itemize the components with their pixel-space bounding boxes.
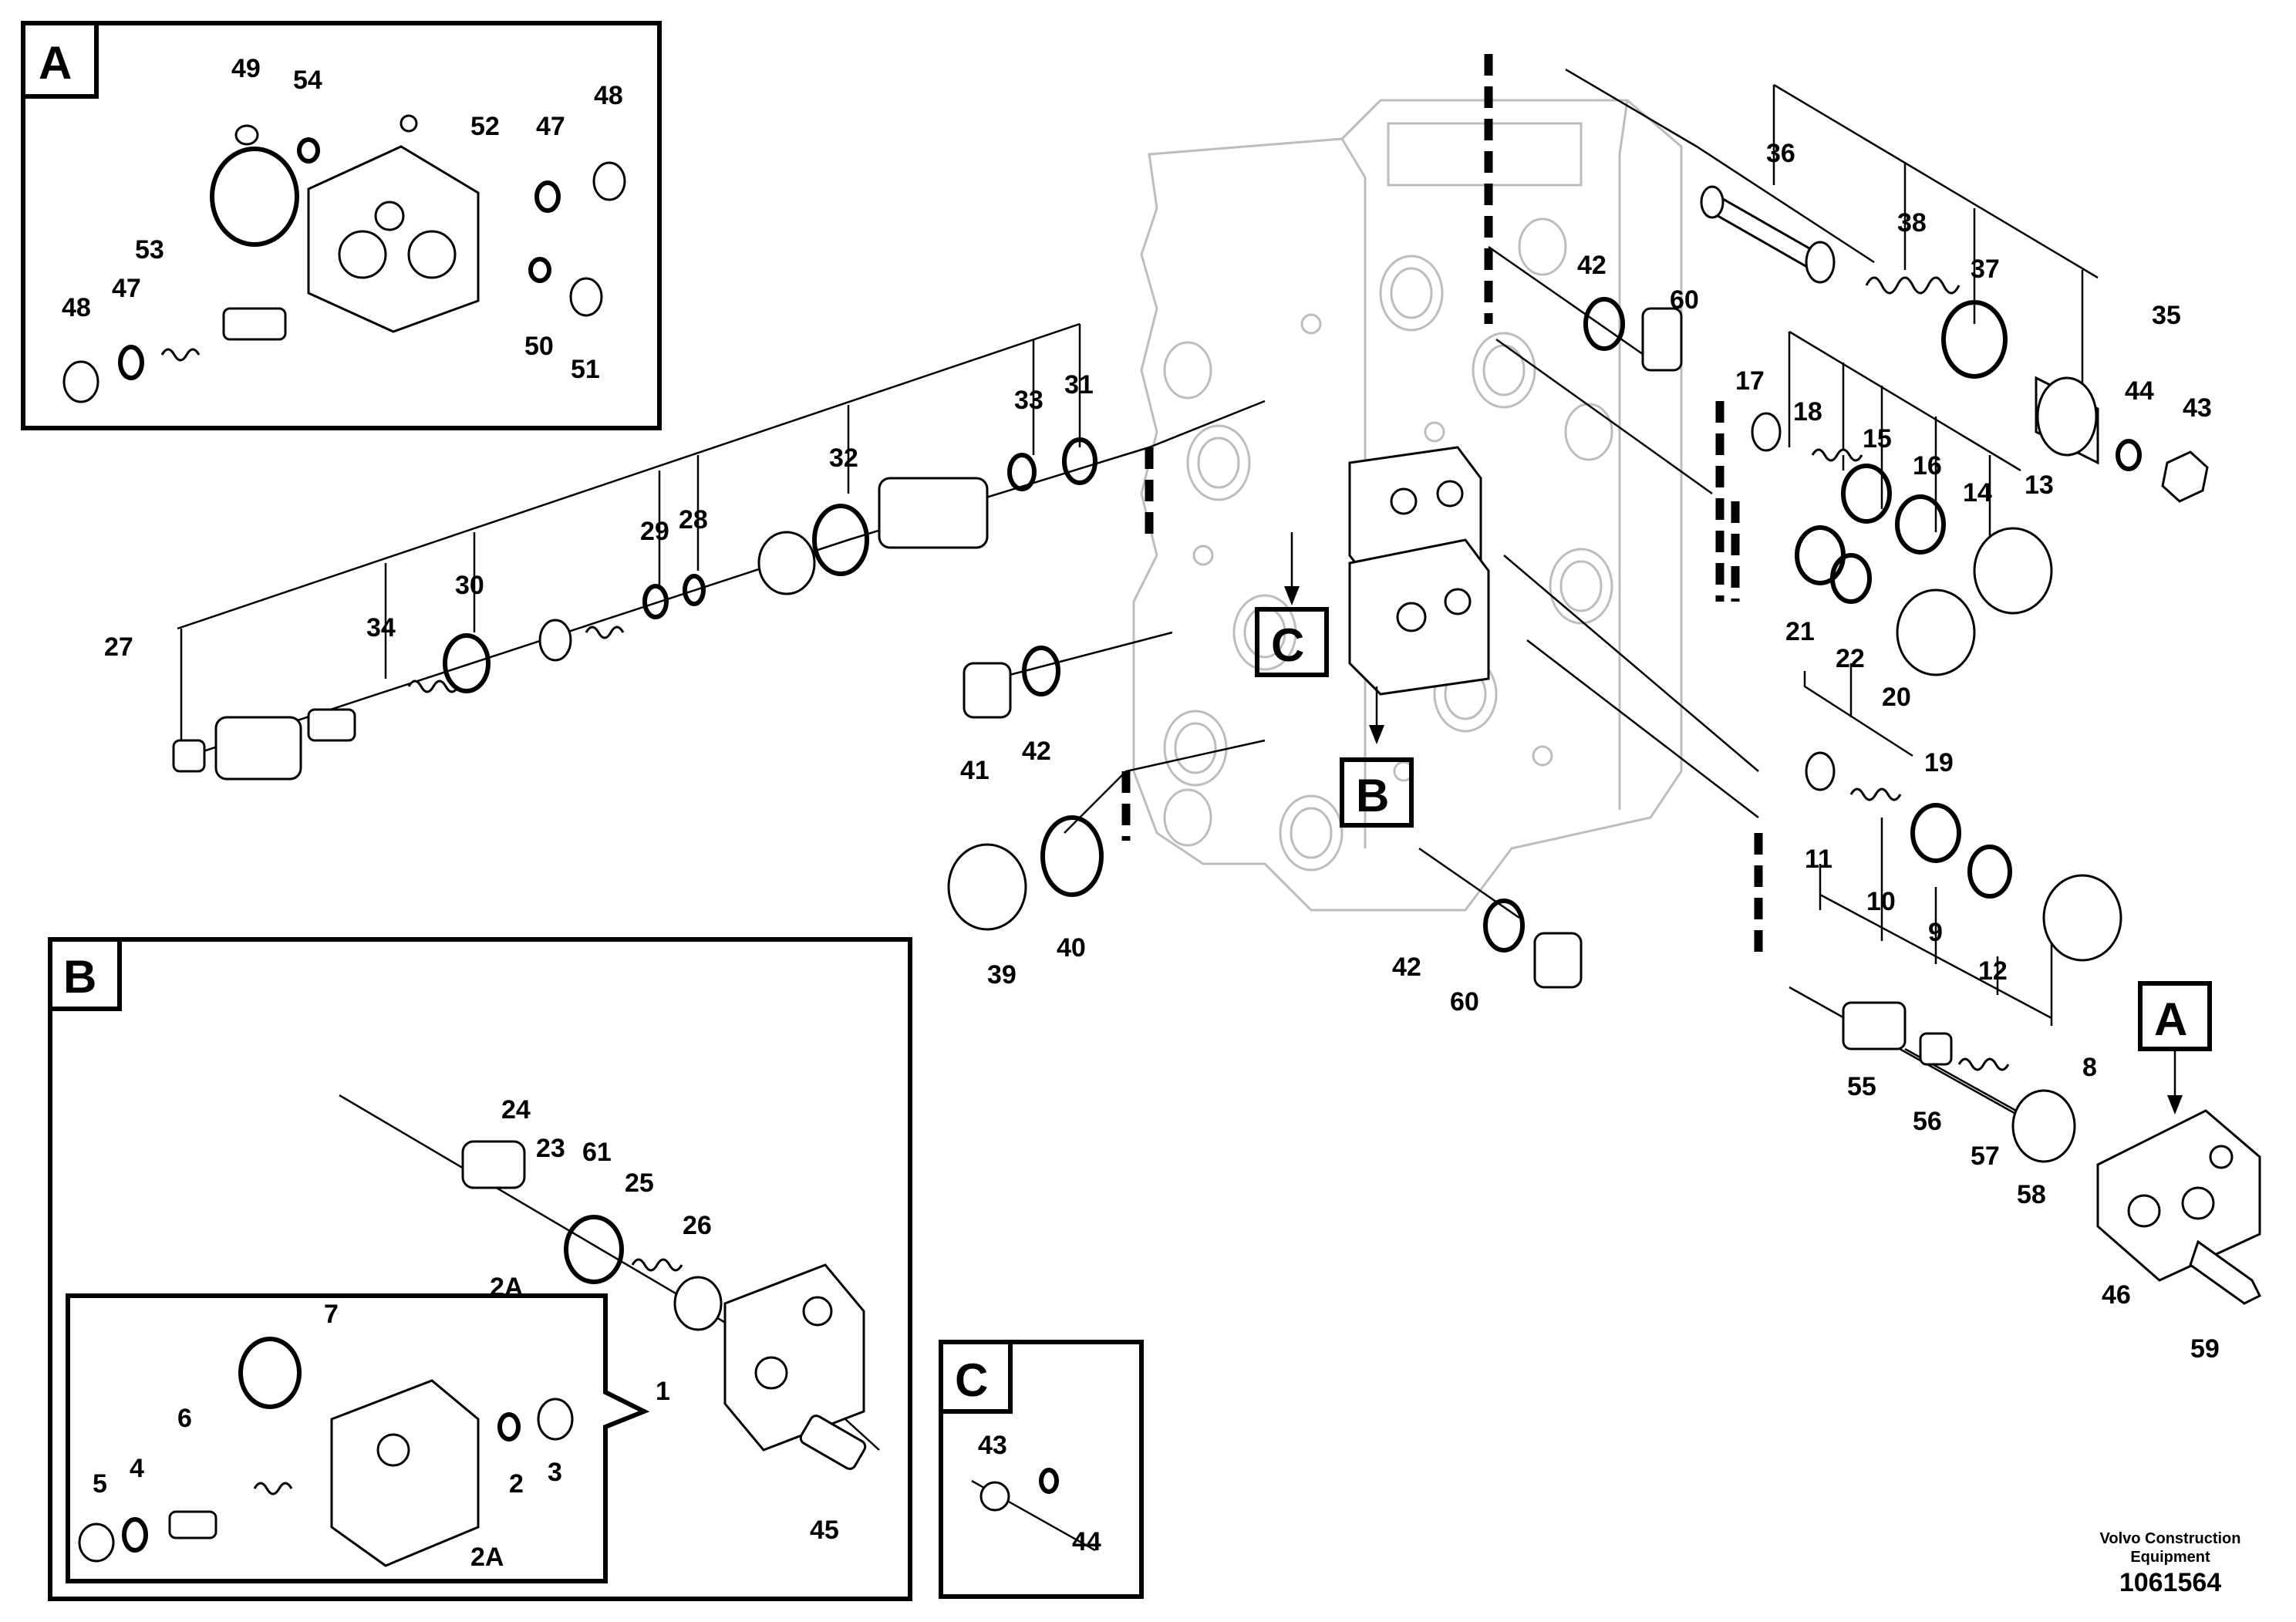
svg-text:B: B <box>1356 770 1389 821</box>
label-2: 2 <box>509 1469 524 1499</box>
part-number-labels: 49 54 52 47 48 53 48 47 50 51 36 38 37 3… <box>62 54 2220 1572</box>
label-35: 35 <box>2152 301 2181 330</box>
label-26: 26 <box>683 1211 712 1240</box>
label-16: 16 <box>1913 451 1942 481</box>
label-3: 3 <box>548 1458 562 1487</box>
label-41: 41 <box>960 756 990 785</box>
inset-A: A <box>21 21 662 430</box>
part-shapes <box>62 114 2262 1567</box>
label-40: 40 <box>1057 933 1086 963</box>
label-39: 39 <box>987 960 1017 990</box>
label-14: 14 <box>1963 478 1992 508</box>
inset-C-label: C <box>955 1354 988 1406</box>
label-6: 6 <box>177 1404 192 1433</box>
label-33: 33 <box>1014 386 1043 415</box>
label-58: 58 <box>2017 1180 2046 1209</box>
label-51: 51 <box>571 355 600 384</box>
label-31: 31 <box>1064 370 1094 400</box>
label-29: 29 <box>640 517 669 546</box>
label-21: 21 <box>1785 617 1815 646</box>
document-number: 1061564 <box>2119 1568 2222 1597</box>
label-37: 37 <box>1971 255 2000 284</box>
label-24: 24 <box>501 1095 531 1125</box>
label-46: 46 <box>2102 1280 2131 1310</box>
label-48: 48 <box>594 81 623 110</box>
label-9: 9 <box>1928 918 1943 947</box>
label-2A: 2A <box>470 1543 504 1572</box>
label-38: 38 <box>1897 208 1927 238</box>
label-60: 60 <box>1670 285 1699 315</box>
callout-B: B <box>1340 686 1414 828</box>
svg-text:A: A <box>2154 993 2187 1045</box>
label-61: 61 <box>582 1138 612 1167</box>
label-4: 4 <box>130 1454 144 1483</box>
label-15: 15 <box>1863 424 1892 454</box>
label-5: 5 <box>93 1469 107 1499</box>
label-11: 11 <box>1805 845 1832 874</box>
label-23: 23 <box>536 1134 565 1163</box>
label-56: 56 <box>1913 1107 1942 1136</box>
inset-A-label: A <box>39 37 72 89</box>
label-30: 30 <box>455 571 484 600</box>
label-49: 49 <box>231 54 261 83</box>
label-22: 22 <box>1836 644 1865 673</box>
label-54: 54 <box>293 66 322 95</box>
label-48: 48 <box>62 293 91 322</box>
label-42: 42 <box>1577 251 1607 280</box>
label-2A: 2A <box>490 1273 523 1302</box>
label-18: 18 <box>1793 397 1822 427</box>
inset-B: B <box>48 937 912 1601</box>
label-7: 7 <box>324 1300 339 1329</box>
label-52: 52 <box>470 112 500 141</box>
label-42: 42 <box>1022 737 1051 766</box>
label-53: 53 <box>135 235 164 265</box>
label-47: 47 <box>536 112 565 141</box>
label-13: 13 <box>2025 470 2054 500</box>
label-42: 42 <box>1392 953 1421 982</box>
manufacturer-name: Volvo Construction Equipment <box>2099 1530 2241 1566</box>
callout-A: A <box>2138 981 2212 1114</box>
label-20: 20 <box>1882 683 1911 712</box>
label-55: 55 <box>1847 1072 1876 1101</box>
label-36: 36 <box>1766 139 1795 168</box>
dashed-paths <box>1121 54 1763 956</box>
label-28: 28 <box>679 505 708 534</box>
label-60: 60 <box>1450 987 1479 1017</box>
label-27: 27 <box>104 632 133 662</box>
label-32: 32 <box>829 443 858 473</box>
label-34: 34 <box>366 613 396 642</box>
label-59: 59 <box>2190 1334 2220 1364</box>
label-10: 10 <box>1866 887 1896 916</box>
label-50: 50 <box>524 332 554 361</box>
label-25: 25 <box>625 1168 654 1198</box>
label-44: 44 <box>2125 376 2154 406</box>
svg-text:C: C <box>1271 619 1304 671</box>
inset-C: C <box>939 1340 1144 1599</box>
label-57: 57 <box>1971 1141 2000 1171</box>
label-12: 12 <box>1978 956 2008 986</box>
inset-B-label: B <box>63 951 96 1003</box>
label-45: 45 <box>810 1516 839 1545</box>
label-43: 43 <box>978 1431 1007 1460</box>
label-17: 17 <box>1735 366 1765 396</box>
label-44: 44 <box>1072 1527 1101 1556</box>
label-19: 19 <box>1924 748 1954 777</box>
callout-C: C <box>1255 532 1329 677</box>
label-8: 8 <box>2082 1053 2097 1082</box>
label-47: 47 <box>112 274 141 303</box>
label-1: 1 <box>656 1377 670 1406</box>
label-43: 43 <box>2183 393 2212 423</box>
